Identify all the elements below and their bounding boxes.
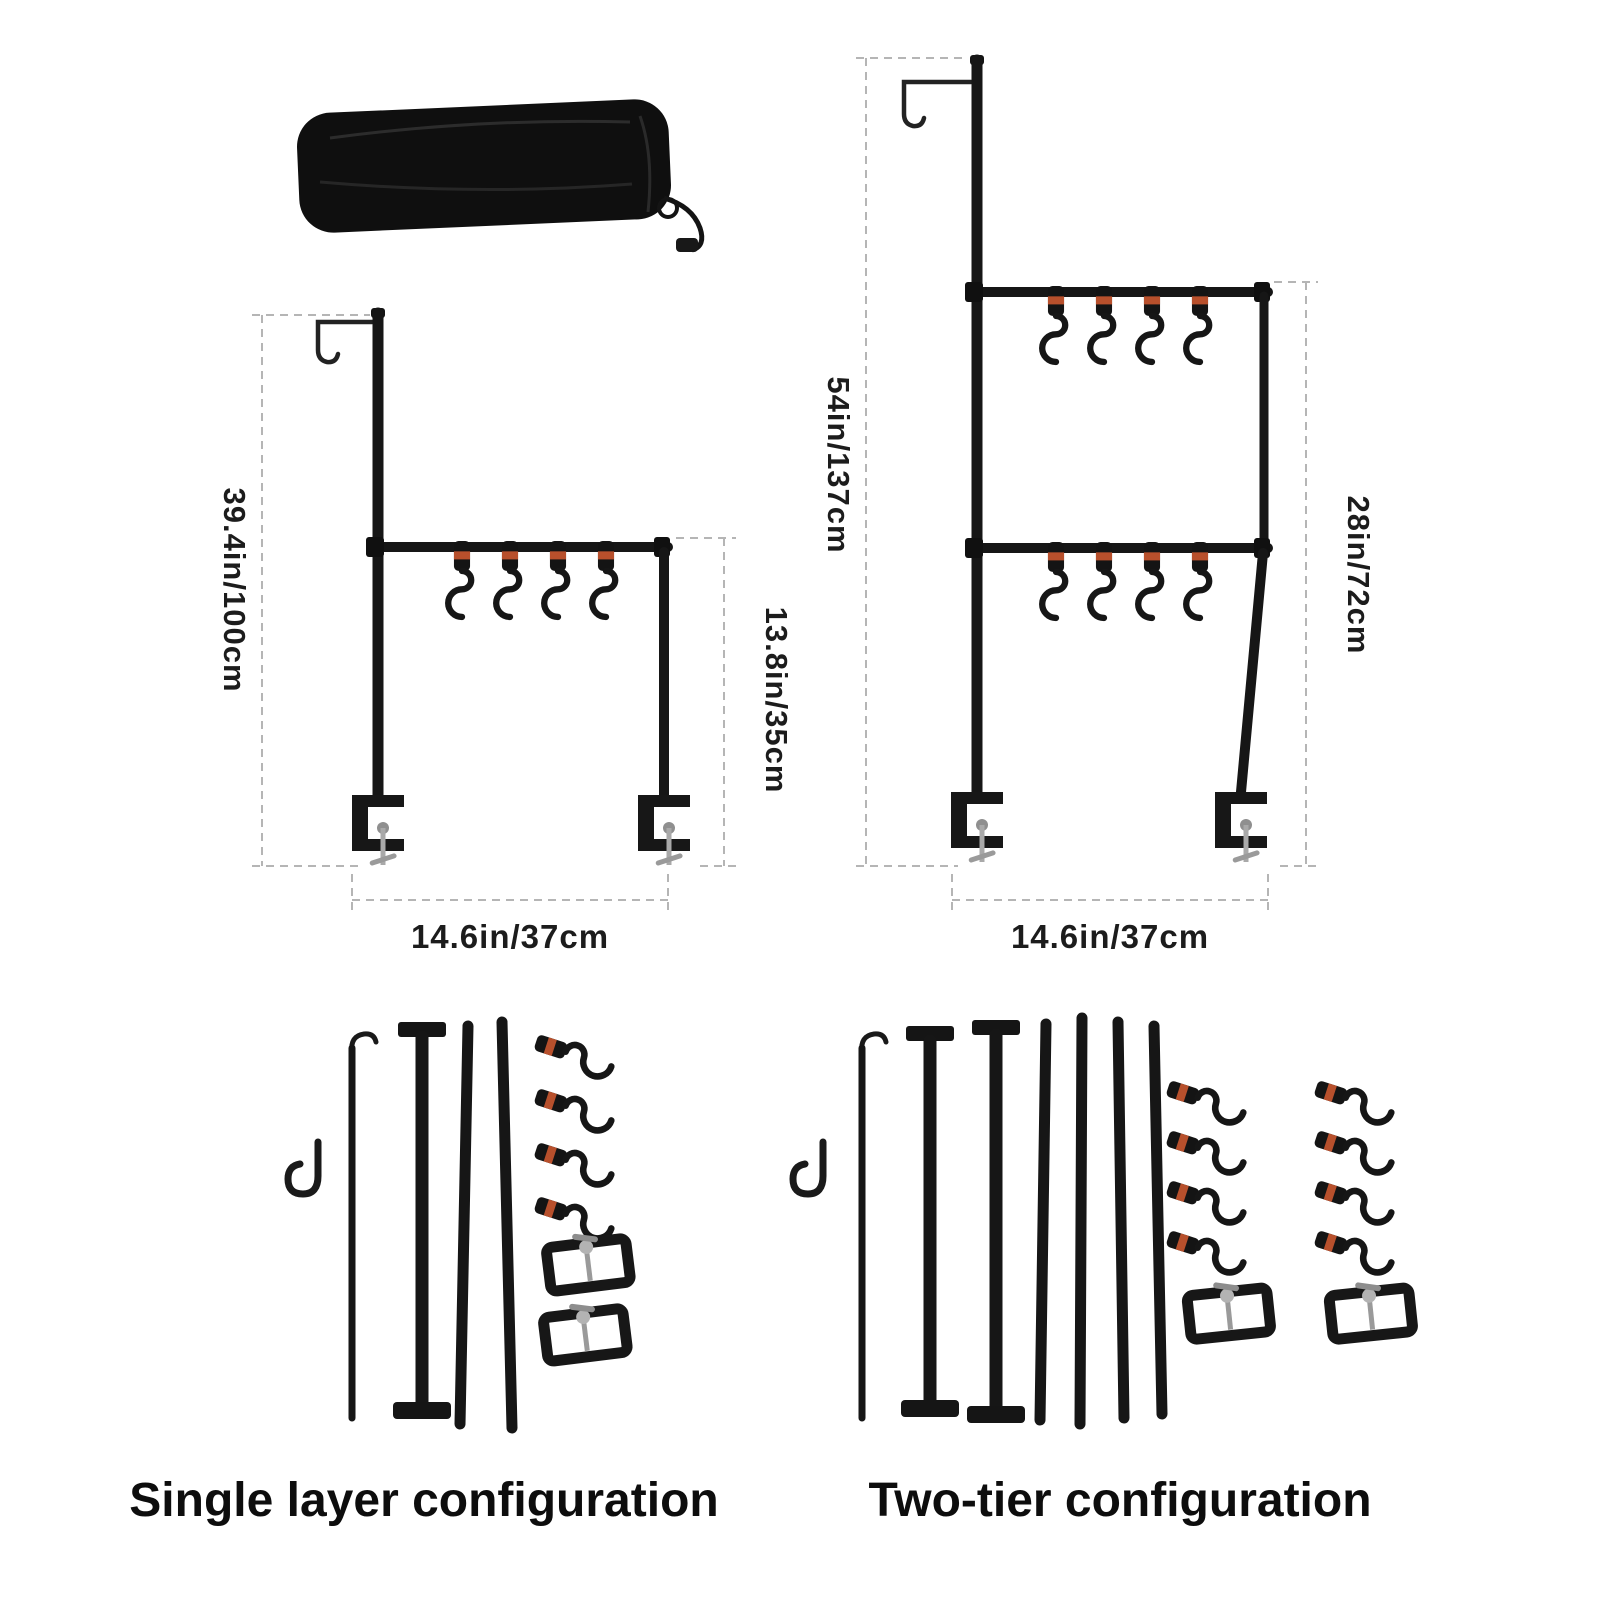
s-hook-unit [1138,542,1161,618]
s-hook-unit [544,541,567,617]
dimension-single-hang-height: 13.8in/35cm [676,537,794,867]
pole [496,1016,518,1434]
dim-label-single-hang-height: 13.8in/35cm [759,607,794,794]
dimension-two-tier-width: 14.6in/37cm [951,874,1269,955]
dim-label-single-width: 14.6in/37cm [411,918,609,955]
cord-toggle [676,238,698,252]
table-clamp [951,792,1003,864]
strap-hook [1312,1129,1395,1176]
strap-hook [1164,1179,1247,1226]
two-tier-rack-diagram [901,54,1273,864]
table-clamp [638,795,690,867]
pole [1034,1018,1052,1426]
s-hook-unit [1042,286,1065,362]
dimension-two-tier-height: 54in/137cm [821,57,968,867]
table-clamp [1215,792,1267,864]
strap-hook [532,1087,615,1134]
s-hook-unit [1138,286,1161,362]
strap-hook [1164,1079,1247,1126]
pole [1112,1016,1130,1424]
right-leg [1236,548,1268,797]
bar-joint [965,538,983,558]
strap-hook [1312,1229,1395,1276]
strap-hook [1164,1129,1247,1176]
pole-top-hook [859,1031,889,1055]
dimension-single-width: 14.6in/37cm [351,874,669,955]
s-hook-unit [1090,542,1113,618]
s-hook-unit [496,541,519,617]
pole [1148,1020,1168,1420]
s-hook-unit [1186,286,1209,362]
single-kit-label: Single layer configuration [129,1474,718,1527]
strap-hook [532,1033,615,1080]
lantern-hook [901,79,974,129]
single-kit: Single layer configuration [129,1016,719,1527]
dim-label-two-tier-width: 14.6in/37cm [1011,918,1209,955]
lantern-hook [315,319,375,365]
table-clamp-part [545,1227,631,1291]
t-fitting-base [393,1402,451,1419]
bar-joint [965,282,983,302]
strap-hook [532,1141,615,1188]
two-tier-kit: Two-tier configuration [789,1012,1413,1527]
two-tier-kit-label: Two-tier configuration [868,1474,1371,1527]
pole [1074,1012,1088,1430]
table-clamp [352,795,404,867]
s-hook-unit [592,541,615,617]
dimension-two-tier-tier-height: 28in/72cm [1274,281,1376,867]
hanger-hook-part [789,1138,827,1198]
dim-label-single-height: 39.4in/100cm [217,487,252,692]
s-hook-unit [1042,542,1065,618]
s-hook-unit [1186,542,1209,618]
bar-joint [366,537,384,557]
dim-label-two-tier-height: 54in/137cm [821,376,856,553]
t-fitting-top [972,1020,1020,1035]
t-fitting-top [906,1026,954,1041]
strap-hook [1312,1079,1395,1126]
t-fitting-base [967,1406,1025,1423]
drawstring-cord [663,195,705,253]
dimension-single-height: 39.4in/100cm [217,314,370,867]
strap-hook [1164,1229,1247,1276]
dim-label-two-tier-tier-height: 28in/72cm [1341,496,1376,655]
s-hook-unit [448,541,471,617]
storage-bag [297,99,705,253]
table-clamp-part [1328,1277,1413,1340]
pole-top-hook [349,1031,379,1055]
hanger-hook-part [284,1138,322,1198]
pole [454,1020,474,1430]
table-clamp-part [1186,1277,1271,1340]
strap-hook [1312,1179,1395,1226]
single-rack-diagram [315,307,690,867]
table-clamp-part [542,1297,628,1361]
t-fitting-base [901,1400,959,1417]
t-fitting-top [398,1022,446,1037]
s-hook-unit [1090,286,1113,362]
